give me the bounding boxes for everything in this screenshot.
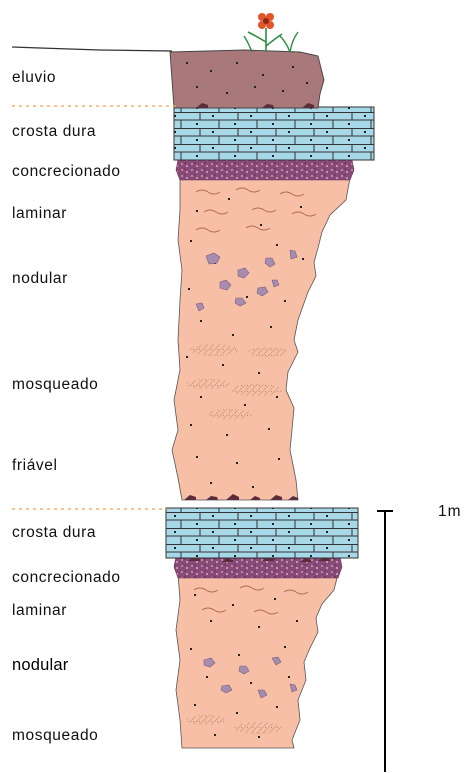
lower-hard-crust: [166, 508, 358, 558]
label-mosqueado-2: mosqueado: [12, 727, 98, 744]
label-concrecionado-2: concrecionado: [12, 569, 121, 586]
label-nodular-2: nodular: [12, 656, 69, 674]
scale-label: 1m: [438, 503, 462, 520]
label-mosqueado-1: mosqueado: [12, 376, 98, 393]
upper-hard-crust: [174, 107, 374, 160]
eluvio-layer: [170, 50, 324, 108]
scale-bar: [377, 511, 393, 772]
flower-icon: [244, 13, 298, 52]
label-crosta-dura-1: crosta dura: [12, 123, 96, 140]
label-friavel: friável: [12, 457, 58, 474]
upper-concretion-layer: [176, 160, 354, 180]
label-nodular-1: nodular: [12, 270, 68, 287]
ground-surface-line: [12, 47, 172, 51]
label-concrecionado-1: concrecionado: [12, 163, 121, 180]
label-laminar-2: laminar: [12, 602, 67, 619]
label-crosta-dura-2: crosta dura: [12, 524, 96, 541]
label-eluvio: eluvio: [12, 69, 56, 86]
upper-soil-column: [172, 178, 350, 500]
label-laminar-1: laminar: [12, 205, 67, 222]
